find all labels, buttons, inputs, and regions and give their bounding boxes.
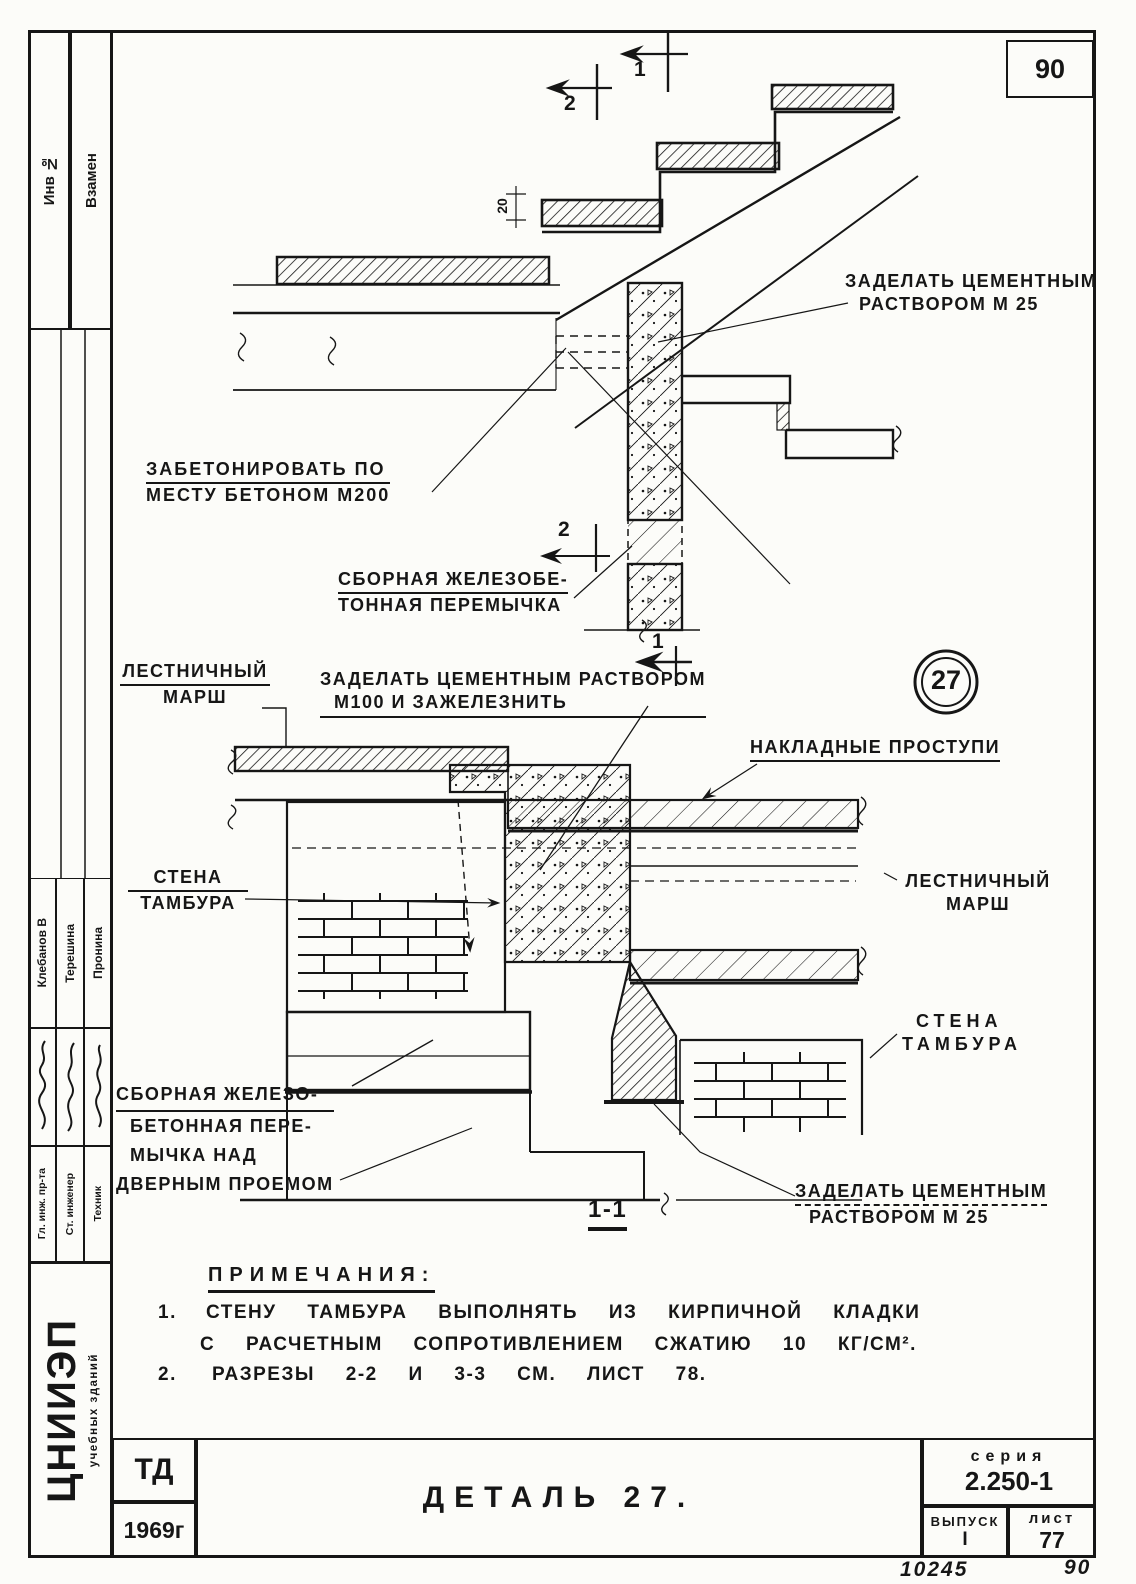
label-line: тамбура (140, 893, 236, 914)
note-1-line-2: с расчетным сопротивлением сжатию 10 кг/… (200, 1334, 917, 1355)
label-line: раствором М 25 (809, 1207, 989, 1228)
label-line: М100 и зажелезнить (320, 691, 707, 718)
sheet-label: лист (1028, 1510, 1076, 1527)
label-line: дверным проемом (116, 1174, 334, 1195)
label-line: тонная перемычка (338, 595, 562, 616)
label-line: Лестничный (120, 660, 270, 687)
note-2-line-1: Разрезы 2-2 и 3-3 см. лист 78. (212, 1364, 707, 1385)
signer-role: Техник (84, 1146, 112, 1262)
titleblock-year: 1969г (112, 1502, 196, 1558)
label-line: мычка над (130, 1145, 258, 1166)
sidebar-cell-inv: Инв № (28, 30, 70, 330)
label-line: Заделать цементным (845, 271, 1098, 291)
sheet-number-box: 90 (1006, 40, 1094, 98)
label-line: Лестничный (905, 871, 1051, 891)
sidebar-divider (110, 30, 113, 1558)
label-line: Сборная железобе- (338, 568, 569, 595)
signer-name: Пронина (84, 878, 112, 1028)
titleblock-sheet: лист 77 (1008, 1506, 1096, 1558)
label-seal-cement-m25-lower: Заделать цементным раствором М 25 (795, 1180, 1048, 1230)
sidebar-cell-vzamen: Взамен (70, 30, 112, 330)
label-line: Стена (128, 866, 248, 893)
label-line: марш (945, 894, 1011, 915)
organization-subtitle: учебных зданий (88, 1352, 100, 1468)
section-mark-1-bottom: 1 (652, 630, 664, 653)
label-precast-lintel-upper: Сборная железобе- тонная перемычка (338, 568, 569, 618)
label-line: тамбура (902, 1034, 1022, 1055)
label-line: 1-1 (588, 1194, 628, 1232)
label-line: Примечания: (208, 1262, 436, 1293)
label-line: Накладные проступи (750, 736, 1001, 763)
footer-document-number: 10245 (900, 1558, 969, 1581)
dimension-20: 20 (493, 198, 510, 214)
label-stair-flight-left: Лестничный марш (120, 660, 270, 710)
label-line: раствором М 25 (859, 294, 1039, 315)
section-mark-2-mid: 2 (558, 518, 570, 541)
notes-heading: Примечания: (208, 1262, 436, 1293)
vzamen-label: Взамен (82, 152, 100, 208)
label-seal-cement-m100: Заделать цементным раствором М100 и заже… (320, 668, 707, 718)
titleblock-series: серия 2.250-1 (922, 1438, 1096, 1506)
signature-scribble (28, 1028, 56, 1146)
note-2-number: 2. (158, 1364, 177, 1385)
label-line: марш (162, 687, 228, 708)
label-line: месту бетоном М200 (146, 485, 391, 506)
titleblock-org-code: ТД (112, 1438, 196, 1502)
label-concrete-m200: Забетонировать по месту бетоном М200 (146, 458, 391, 508)
label-seal-cement-m25-upper: Заделать цементным раствором М 25 (845, 270, 1097, 317)
signature-scribble (84, 1028, 112, 1146)
signer-role: Ст. инженер (56, 1146, 84, 1262)
organization-name: ЦНИИЭП (40, 1317, 84, 1503)
series-value: 2.250-1 (964, 1465, 1054, 1496)
signer-name: Терешина (56, 878, 84, 1028)
footer-page-number: 90 (1064, 1556, 1092, 1579)
sheet-border (28, 30, 1096, 1558)
note-1-line-1: Стену тамбура выполнять из кирпичной кла… (206, 1302, 921, 1323)
label-treads: Накладные проступи (750, 736, 1001, 763)
lower-detail-drawing (60, 330, 979, 1216)
signature-block: Клебанов В Терешина Пронина Гл. инж. пр-… (28, 878, 112, 1262)
titleblock-title: Деталь 27. (196, 1438, 922, 1558)
titleblock-issue: выпуск I (922, 1506, 1008, 1558)
label-line: Стена (916, 1011, 1003, 1031)
label-stair-flight-right: Лестничный марш (898, 870, 1058, 917)
section-title-1-1: 1-1 (588, 1194, 628, 1232)
label-tambour-wall-left: Стена тамбура (128, 866, 248, 916)
label-tambour-wall-right: Стена тамбура (902, 1010, 1022, 1057)
sheet-number: 90 (1034, 53, 1066, 84)
inv-number-label: Инв № (40, 154, 58, 206)
issue-value: I (962, 1528, 968, 1550)
organization-cell: ЦНИИЭП учебных зданий (28, 1262, 112, 1558)
series-label: серия (970, 1447, 1048, 1465)
upper-detail-drawing (233, 30, 919, 686)
label-line: бетонная пере- (130, 1116, 313, 1137)
detail-bubble-number: 27 (930, 665, 962, 695)
signer-role: Гл. инж. пр-та (28, 1146, 56, 1262)
signature-scribble (56, 1028, 84, 1146)
sheet-value: 77 (1039, 1527, 1065, 1553)
label-line: Заделать цементным раствором (320, 669, 707, 689)
issue-label: выпуск (930, 1513, 1000, 1529)
section-mark-1-top: 1 (634, 58, 646, 81)
label-line: Забетонировать по (146, 458, 391, 485)
label-line: Сборная железо- (116, 1080, 334, 1113)
signer-name: Клебанов В (28, 878, 56, 1028)
section-mark-2-top: 2 (564, 92, 576, 115)
note-1-number: 1. (158, 1302, 177, 1323)
label-line: Заделать цементным (795, 1180, 1048, 1207)
label-door-lintel: Сборная железо- бетонная пере- мычка над… (116, 1080, 334, 1200)
